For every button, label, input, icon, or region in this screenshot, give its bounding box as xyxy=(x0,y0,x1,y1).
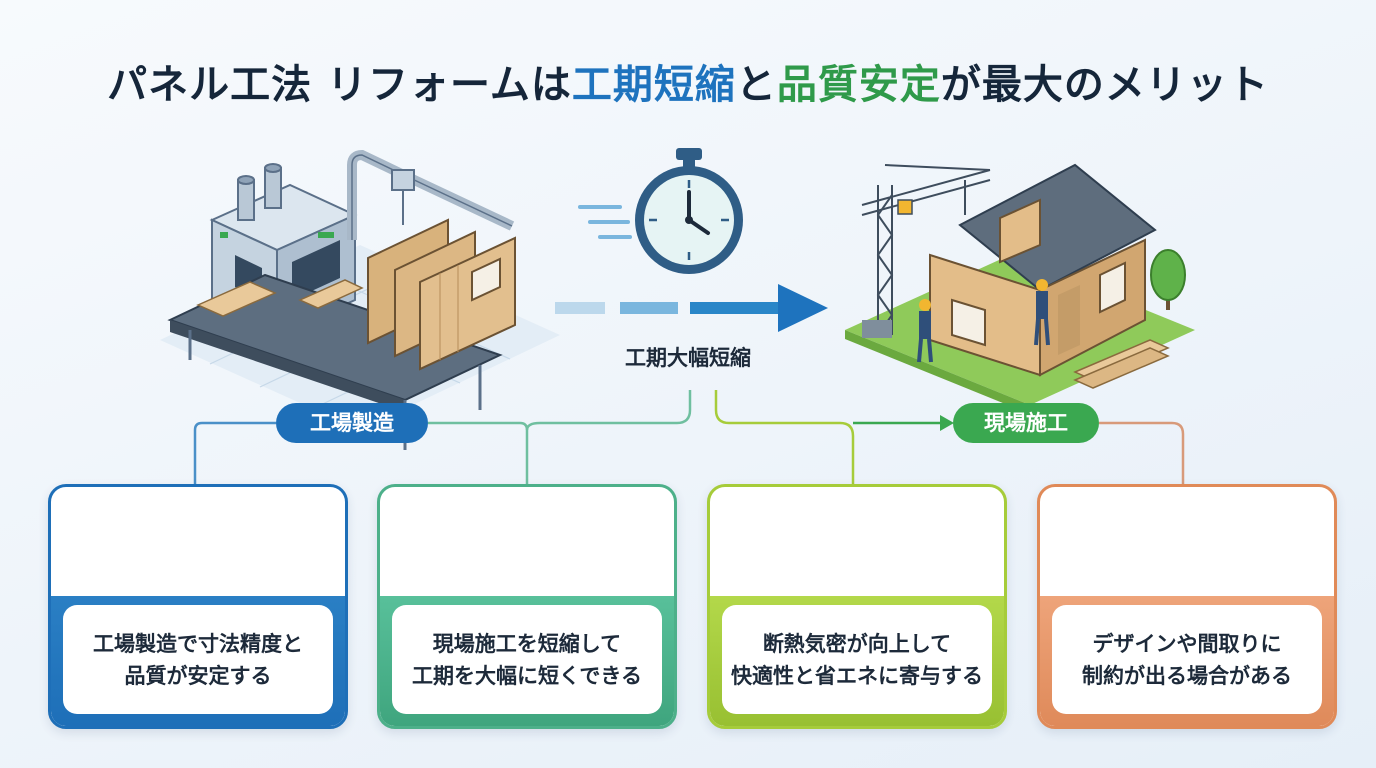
title-part-1: パネル工法 リフォームは xyxy=(107,62,572,108)
card-text-line-2: 快適性と省エネに寄与する xyxy=(731,663,983,688)
card-text-line-1: 現場施工を短縮して xyxy=(432,631,622,656)
card-text-line-1: 工場製造で寸法精度と xyxy=(93,631,303,656)
pill-factory-manufacturing: 工場製造 xyxy=(276,403,428,443)
card-text-panel: 現場施工を短縮して 工期を大幅に短くできる xyxy=(392,605,662,714)
title-highlight-construction-time: 工期短縮 xyxy=(571,62,736,108)
title-part-3: と xyxy=(735,62,777,108)
connector-lines xyxy=(193,390,1185,484)
factory-illustration xyxy=(160,149,560,450)
card-text-panel: 工場製造で寸法精度と 品質が安定する xyxy=(63,605,333,714)
card-text-panel: デザインや間取りに 制約が出る場合がある xyxy=(1052,605,1322,714)
center-label-construction-shortening: 工期大幅短縮 xyxy=(625,346,751,370)
title-part-5: が最大のメリット xyxy=(940,62,1269,108)
card-text: 現場施工を短縮して 工期を大幅に短くできる xyxy=(412,628,642,692)
stopwatch-icon xyxy=(578,148,743,274)
card-insulation-efficiency: 断熱気密が向上して 快適性と省エネに寄与する xyxy=(707,484,1007,729)
card-dimensional-accuracy: 工場製造で寸法精度と 品質が安定する xyxy=(48,484,348,729)
site-arrow-head xyxy=(940,415,954,431)
house-construction-illustration xyxy=(845,163,1195,414)
card-text: デザインや間取りに 制約が出る場合がある xyxy=(1082,628,1292,692)
page-title: パネル工法 リフォームは工期短縮と品質安定が最大のメリット xyxy=(0,52,1376,110)
timeline-arrow xyxy=(555,284,828,332)
card-text: 工場製造で寸法精度と 品質が安定する xyxy=(93,628,303,692)
card-design-constraints: デザインや間取りに 制約が出る場合がある xyxy=(1037,484,1337,729)
card-text-line-2: 工期を大幅に短くできる xyxy=(412,663,642,688)
card-text-panel: 断熱気密が向上して 快適性と省エネに寄与する xyxy=(722,605,992,714)
card-text: 断熱気密が向上して 快適性と省エネに寄与する xyxy=(731,628,983,692)
card-text-line-1: 断熱気密が向上して xyxy=(762,631,952,656)
card-text-line-2: 制約が出る場合がある xyxy=(1082,663,1292,688)
card-text-line-1: デザインや間取りに xyxy=(1092,631,1282,656)
worker-figures xyxy=(917,279,1050,363)
card-shortened-schedule: 現場施工を短縮して 工期を大幅に短くできる xyxy=(377,484,677,729)
card-text-line-2: 品質が安定する xyxy=(124,663,272,688)
title-highlight-quality: 品質安定 xyxy=(776,62,941,108)
pill-site-construction: 現場施工 xyxy=(953,403,1099,443)
